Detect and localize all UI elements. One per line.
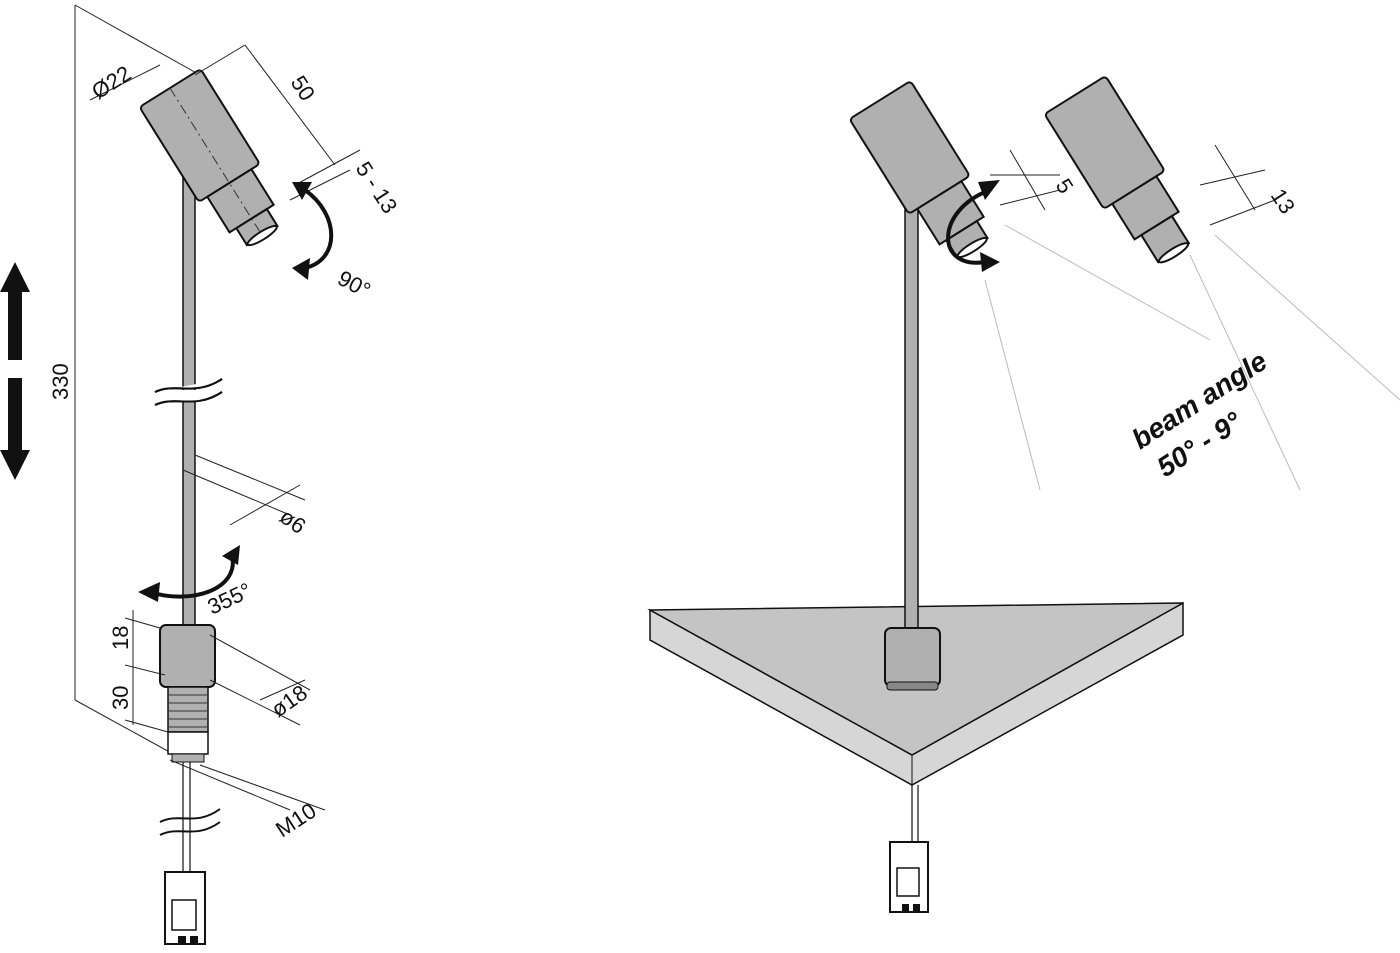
- thread-length-label: 30: [108, 686, 133, 710]
- base-height-label: 18: [108, 626, 133, 650]
- max-extension-label: 13: [1266, 184, 1300, 218]
- lamp-head: [138, 67, 296, 260]
- rod: [182, 174, 196, 631]
- rod-diameter-label: ø6: [275, 504, 310, 539]
- connector-icon: [889, 841, 929, 913]
- rotation-label: 355°: [204, 578, 256, 620]
- threaded-stud: [167, 686, 209, 733]
- min-extension-label: 5: [1051, 174, 1079, 198]
- base-diameter-label: ø18: [267, 680, 312, 722]
- rotation-arrow-icon: [946, 188, 991, 265]
- height-adjust-arrow-icon: [0, 262, 30, 480]
- nut: [167, 731, 209, 755]
- thread-label: M10: [271, 798, 321, 842]
- lamp-head-retracted: [848, 79, 1006, 272]
- rod: [904, 174, 919, 646]
- tilt-arrow-icon: [303, 188, 334, 270]
- head-length-label: 50: [286, 71, 320, 105]
- right-installation-drawing: 5 13 beam angle 50° - 9°: [647, 76, 1400, 913]
- wire: [911, 785, 919, 845]
- rotation-arrow-icon: [149, 554, 235, 599]
- tilt-label: 90°: [334, 265, 375, 303]
- left-dimension-drawing: 330 Ø22 50 5 - 13 90° ø6: [0, 4, 403, 945]
- total-height-label: 330: [48, 363, 73, 400]
- base-cylinder: [884, 627, 941, 687]
- connector-icon: [164, 871, 206, 945]
- lamp-head-extended: [1044, 76, 1191, 264]
- extension-label: 5 - 13: [351, 157, 403, 218]
- base-cylinder: [159, 624, 216, 688]
